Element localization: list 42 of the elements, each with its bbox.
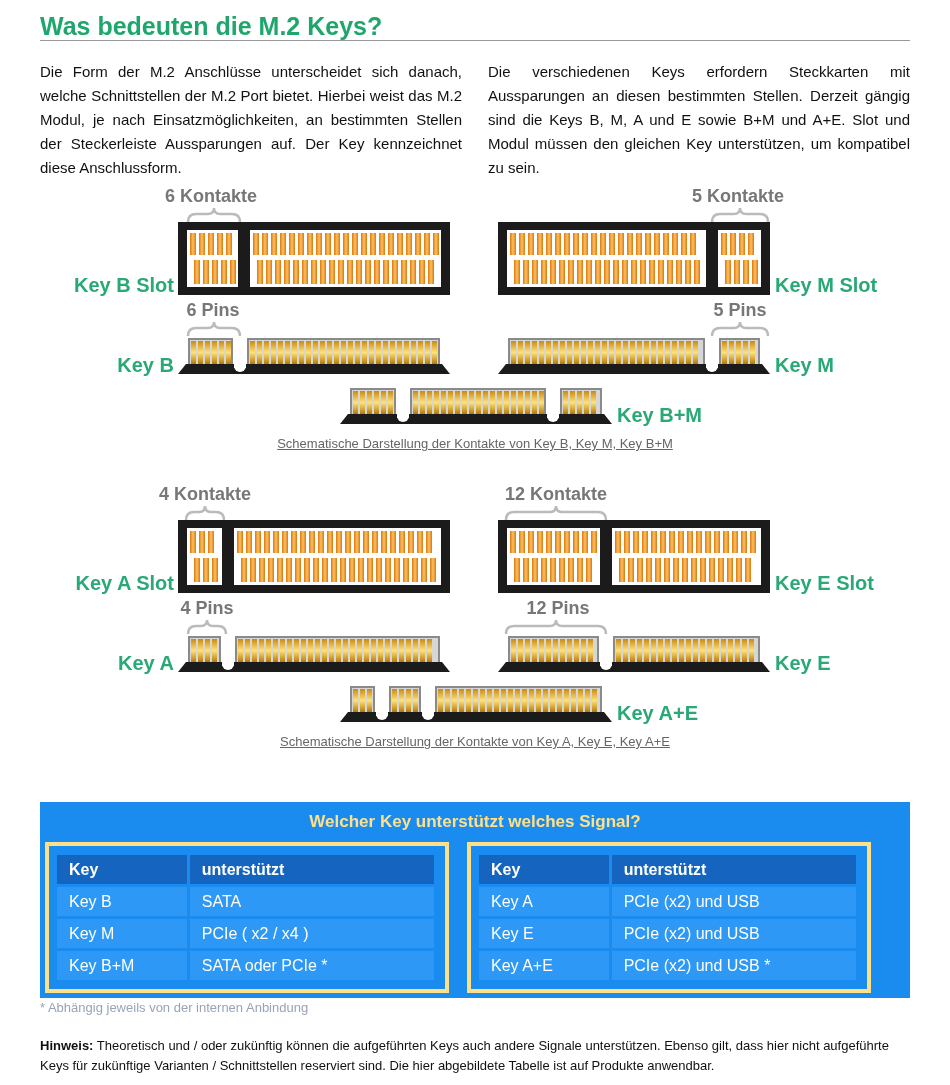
table-cell: PCIe (x2) und USB: [611, 887, 859, 916]
figure-caption: Schematische Darstellung der Kontakte von Key B, Key M, Key B+M: [277, 436, 673, 451]
header-cell: unterstützt: [611, 855, 859, 884]
key-label: Key A Slot: [75, 572, 174, 595]
paragraph: Die verschiedenen Keys erfordern Steckkarten mit Aussparungen an diesen bestimmten Stellen. Derzeit gängig sind die Keys B, M, A und E sowie B+M und A+E. Slot und Modul müssen den gleichen Key unterstützen, um kompatibel zu sein.: [488, 62, 910, 178]
table-cell: Key A: [479, 887, 612, 916]
table-cell: PCIe (x2) und USB *: [611, 951, 859, 980]
bracket-label: 5 Pins: [713, 300, 767, 321]
bracket-label: 6 Kontakte: [165, 186, 257, 207]
table-cell: SATA: [189, 887, 437, 916]
key-label: Key A: [118, 652, 174, 675]
table-title: Welcher Key unterstützt welches Signal?: [308, 812, 642, 832]
table-cell: Key M: [57, 919, 190, 948]
bracket-label: 12 Kontakte: [505, 484, 607, 505]
table-cell: Key A+E: [479, 951, 612, 980]
bracket-label: 4 Kontakte: [159, 484, 251, 505]
key-label: Key B Slot: [73, 274, 174, 297]
key-label: Key B+M: [617, 404, 703, 427]
paragraph: Die Form der M.2 Anschlüsse unterscheidet sich danach, welche Schnittstellen der M.2 Port bietet. Hierbei weist das M.2 Modul, je nach Einsatzmöglichkeiten, an bestimmten Stellen der Steckerleiste Aussparungen auf. Der Key kennzeichnet diese Anschlussform.: [40, 62, 462, 178]
key-label: Key M Slot: [775, 274, 878, 297]
header-cell: Key: [479, 855, 612, 884]
key-label: Key M: [775, 354, 834, 377]
figure-caption: Schematische Darstellung der Kontakte von Key A, Key E, Key A+E: [280, 734, 670, 749]
table-cell: Key E: [479, 919, 612, 948]
header-cell: unterstützt: [189, 855, 437, 884]
bracket-label: 5 Kontakte: [692, 186, 784, 207]
table-cell: Key B: [57, 887, 190, 916]
key-label: Key A+E: [617, 702, 698, 725]
bracket-label: 6 Pins: [186, 300, 240, 321]
page-heading: Was bedeuten die M.2 Keys?: [40, 12, 383, 41]
key-label: Key E Slot: [775, 572, 874, 595]
key-label: Key B: [117, 354, 174, 377]
key-label: Key E: [775, 652, 831, 675]
table-cell: PCIe (x2) und USB: [611, 919, 859, 948]
footnote: * Abhängig jeweils von der internen Anbindung: [40, 999, 310, 1017]
table-cell: SATA oder PCIe *: [189, 951, 437, 980]
bracket-label: 12 Pins: [526, 598, 590, 619]
bracket-label: 4 Pins: [180, 598, 234, 619]
table-cell: Key B+M: [57, 951, 190, 980]
header-cell: Key: [57, 855, 190, 884]
note-paragraph: Hinweis: Theoretisch und / oder zukünftig können die aufgeführten Keys auch andere Signale unterstützen. Ebenso gilt, dass hier nicht aufgeführte Keys für zukünftige Varianten / Schnittstellen reserviert sind. Die hier abgebildete Tabelle ist auf Produkte anwendbar.: [40, 1037, 890, 1075]
table-cell: PCIe ( x2 / x4 ): [189, 919, 437, 948]
